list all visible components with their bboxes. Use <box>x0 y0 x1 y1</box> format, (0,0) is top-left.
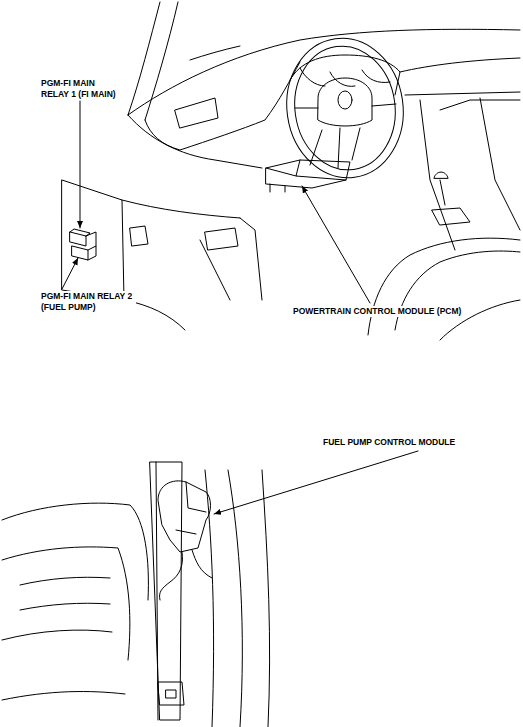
module-wire <box>159 550 212 600</box>
b-pillar <box>205 470 270 727</box>
seat-back <box>2 503 148 700</box>
part-label: POWERTRAIN CONTROL MODULE (PCM) <box>292 306 462 317</box>
dash-left-vent <box>175 46 240 128</box>
dashboard-face <box>128 62 300 168</box>
pillar-view <box>2 462 270 727</box>
pcm-box <box>266 160 350 192</box>
instrument-cluster <box>290 55 400 95</box>
front-seat <box>368 238 520 340</box>
seat-seam <box>20 577 110 610</box>
leader-line <box>62 258 78 289</box>
part-label: PGM-FI MAIN RELAY 1 (FI MAIN) <box>40 78 124 100</box>
floor-lines <box>122 200 262 330</box>
relay-1 <box>70 229 90 246</box>
fuel-pump-module <box>158 481 211 552</box>
pedal <box>130 226 238 250</box>
dash-right <box>400 58 520 110</box>
leader-line <box>302 186 370 303</box>
dashboard-view <box>62 2 520 340</box>
part-label: PGM-FI MAIN RELAY 2 (FUEL PUMP) <box>40 291 136 313</box>
belt-anchor <box>158 682 184 705</box>
emblem <box>338 91 352 109</box>
steering-column <box>310 128 360 165</box>
kick-panel <box>62 180 124 300</box>
leader-line <box>214 451 418 514</box>
relay-2 <box>72 232 96 260</box>
steering-hub <box>295 78 396 168</box>
part-label: FUEL PUMP CONTROL MODULE <box>322 437 456 448</box>
center-console <box>420 98 520 250</box>
dashboard-top <box>128 29 520 115</box>
leader-line <box>80 101 81 228</box>
shift-lever <box>432 172 470 225</box>
seat-belt <box>150 462 182 720</box>
steering-wheel-inner <box>287 40 403 177</box>
a-pillar <box>128 2 178 120</box>
